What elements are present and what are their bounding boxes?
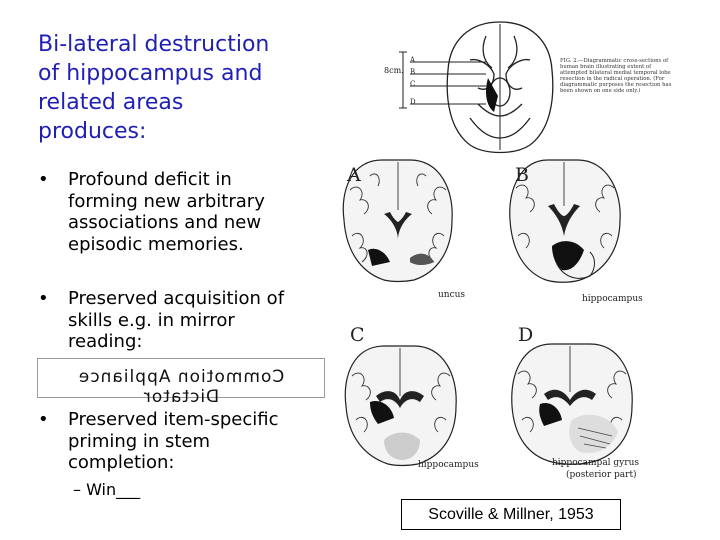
section-marker: C xyxy=(410,80,416,88)
title-line: Bi-lateral destruction xyxy=(38,32,270,57)
brain-panel-d xyxy=(511,343,633,465)
bullet-skills: • Preserved acquisition of skills e.g. i… xyxy=(38,288,328,353)
label-posterior-part: (posterior part) xyxy=(566,470,637,480)
bullet-line: skills e.g. in mirror xyxy=(68,309,235,331)
bullet-line: forming new arbitrary xyxy=(68,190,265,212)
bullet-glyph: • xyxy=(38,169,49,190)
panel-b-lesion xyxy=(552,241,584,271)
panel-letter-a: A xyxy=(347,164,361,186)
mirror-reading-example: Commotion Appliance Dictator xyxy=(37,358,325,407)
title-line: produces: xyxy=(38,119,147,144)
bullet-line: associations and new xyxy=(68,212,262,233)
panel-b-gyri xyxy=(515,162,615,249)
label-uncus: uncus xyxy=(438,290,466,300)
bullet-deficit: • Profound deficit in forming new arbitr… xyxy=(38,169,328,255)
bullet-line: priming in stem xyxy=(68,430,211,452)
sub-bullet-stem: – Win___ xyxy=(73,480,141,499)
panel-a-gyri xyxy=(349,162,447,263)
label-hippocampus-b: hippocampus xyxy=(582,294,643,304)
title-line: related areas xyxy=(38,90,184,115)
panel-a-lesion xyxy=(368,248,390,266)
bullet-line: Preserved acquisition of xyxy=(68,288,285,309)
bullet-priming: • Preserved item-specific priming in ste… xyxy=(38,409,328,474)
panel-letter-c: C xyxy=(350,324,365,346)
panel-d-lesion xyxy=(539,402,562,426)
slide-title: Bi-lateral destruction of hippocampus an… xyxy=(38,30,338,146)
panel-letter-b: B xyxy=(515,164,529,186)
bullet-glyph: • xyxy=(38,288,49,309)
resection-marker xyxy=(486,78,498,112)
figure-caption: FIG. 2.—Diagrammatic cross-sections of h… xyxy=(560,58,672,94)
bullet-line: reading: xyxy=(68,331,143,352)
label-hippocampal-gyrus: hippocampal gyrus xyxy=(552,458,639,468)
bullet-line: episodic memories. xyxy=(68,233,244,255)
section-marker: B xyxy=(410,68,416,76)
citation-box: Scoville & Millner, 1953 xyxy=(401,499,621,530)
bullet-line: completion: xyxy=(68,452,175,473)
panel-c-gyri xyxy=(351,348,451,433)
section-marker: D xyxy=(410,98,416,106)
section-marker: A xyxy=(410,56,416,64)
panel-letter-d: D xyxy=(518,324,534,346)
scale-label: 8cm. xyxy=(384,66,404,75)
bullet-line: Preserved item-specific xyxy=(68,409,279,430)
bullet-line: Profound deficit in xyxy=(68,169,232,190)
brain-basal-view xyxy=(446,21,554,154)
bullet-glyph: • xyxy=(38,409,49,430)
scale-bracket xyxy=(399,51,486,109)
panel-c-lesion xyxy=(370,400,394,424)
title-line: of hippocampus and xyxy=(38,61,263,86)
label-hippocampus-c: hippocampus xyxy=(418,460,479,470)
